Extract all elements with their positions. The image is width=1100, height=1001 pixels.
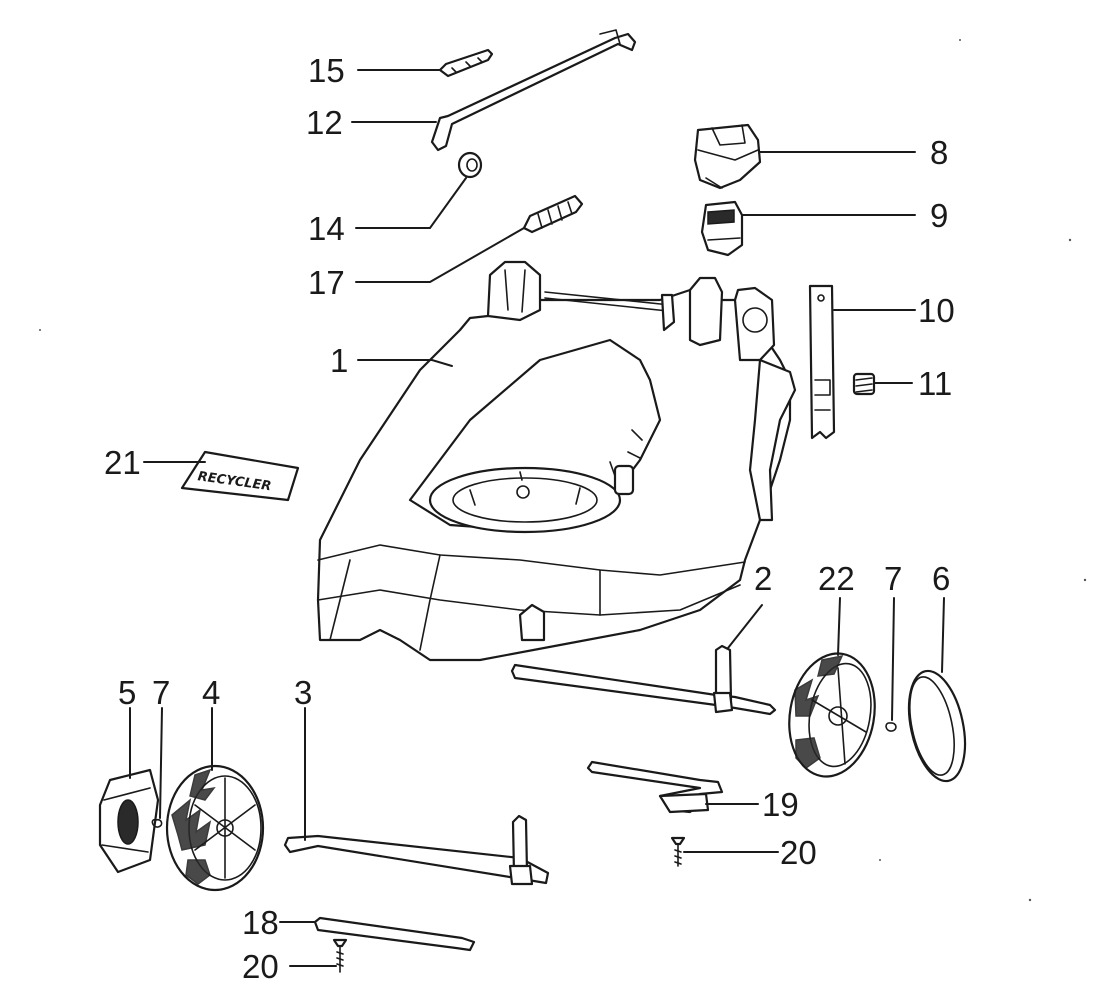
nut-part-11 — [852, 372, 876, 396]
clip-part-7-right — [885, 722, 897, 732]
callout-10: 10 — [918, 292, 955, 329]
rear-axle-part-2 — [510, 644, 777, 716]
callout-22: 22 — [818, 560, 855, 597]
leader-lines — [129, 69, 945, 967]
callout-4: 4 — [202, 674, 220, 711]
scan-specks — [39, 39, 1087, 902]
adjust-bar-part-10 — [808, 284, 836, 440]
deck-housing-part-1 — [316, 260, 797, 662]
callout-21: 21 — [104, 444, 141, 481]
strip-part-18 — [313, 916, 476, 952]
plate-part-19 — [586, 760, 724, 814]
callout-17: 17 — [308, 264, 345, 301]
grommet-part-14 — [457, 151, 483, 179]
callout-labels: 15 12 14 17 1 21 8 9 10 11 2 22 7 6 5 7 … — [104, 52, 955, 985]
callout-3: 3 — [294, 674, 312, 711]
clip-part-7-left — [151, 818, 163, 828]
callout-9: 9 — [930, 197, 948, 234]
wheel-part-22 — [788, 652, 876, 778]
callout-20-left: 20 — [242, 948, 279, 985]
pin-part-15 — [438, 48, 494, 78]
front-axle-part-3 — [283, 814, 550, 886]
callout-12: 12 — [306, 104, 343, 141]
callout-11: 11 — [918, 365, 952, 402]
callout-8: 8 — [930, 134, 948, 171]
callout-20-right: 20 — [780, 834, 817, 871]
screw-part-20-top — [670, 836, 686, 867]
rod-part-12 — [430, 29, 637, 152]
callout-2: 2 — [754, 560, 772, 597]
callout-18: 18 — [242, 904, 279, 941]
recycler-decal-part-21: RECYCLER — [180, 450, 300, 502]
screw-part-20-bottom — [332, 938, 348, 973]
callout-1: 1 — [330, 342, 348, 379]
callout-7-left: 7 — [152, 674, 170, 711]
callout-7-right: 7 — [884, 560, 902, 597]
knob-part-9 — [700, 200, 744, 257]
spring-part-17 — [522, 194, 584, 234]
callout-15: 15 — [308, 52, 345, 89]
callout-6: 6 — [932, 560, 950, 597]
handle-clamp-part-8 — [693, 123, 762, 190]
wheel-part-4 — [165, 764, 265, 892]
callout-14: 14 — [308, 210, 345, 247]
callout-19: 19 — [762, 786, 799, 823]
wheel-cap-part-6 — [907, 669, 967, 783]
wheel-cap-part-5 — [98, 768, 160, 874]
callout-5: 5 — [118, 674, 136, 711]
